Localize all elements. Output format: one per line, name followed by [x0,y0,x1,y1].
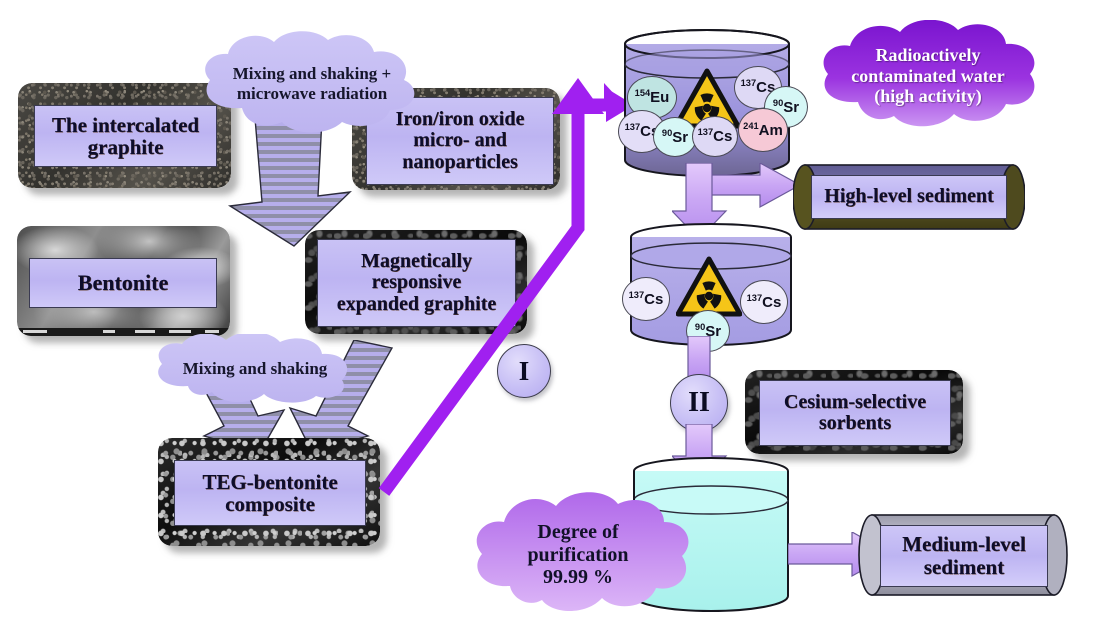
material-label-plate: TEG-bentonite composite [174,460,366,526]
sediment-medium-level: Medium-level sediment [858,512,1068,598]
sediment-high-level: High-level sediment [792,163,1026,231]
process-cloud-mixing-shaking: Mixing and shaking [146,334,364,404]
isotope-bubble: 241Am [738,108,788,152]
stage-marker-one: I [497,344,551,398]
cloud-text: Radioactively contaminated water (high a… [851,44,1005,107]
material-teg-bentonite-composite: TEG-bentonite composite [158,438,380,546]
cloud-text: Mixing and shaking + microwave radiation [232,64,392,103]
isotope-bubble: 90Sr [653,117,697,157]
radiation-hazard-icon [676,256,742,317]
process-cloud-degree-purification: Degree of purification 99.99 % [466,492,690,618]
material-label-plate: The intercalated graphite [34,105,217,167]
material-expanded-graphite: Magnetically responsive expanded graphit… [305,230,527,334]
beaker-high-activity: 154Eu 137Cs 90Sr 137Cs 90Sr 137Cs 241Am [612,28,808,183]
cloud-text: Mixing and shaking [182,359,328,379]
striped-arrow-right-converge [288,340,394,453]
sediment-label: Medium-level sediment [880,525,1048,587]
sem-scale-bar [17,328,230,336]
material-cesium-selective-sorbents: Cesium-selective sorbents [745,370,963,454]
process-cloud-mixing-microwave: Mixing and shaking + microwave radiation [190,30,434,138]
isotope-bubble: 137Cs [740,280,788,324]
material-label-plate: Cesium-selective sorbents [759,380,951,446]
material-label-plate: Magnetically responsive expanded graphit… [317,239,516,327]
material-bentonite: Bentonite [17,226,230,336]
material-intercalated-graphite: The intercalated graphite [18,83,231,188]
sediment-label: High-level sediment [811,175,1007,219]
process-cloud-contaminated-water: Radioactively contaminated water (high a… [812,20,1044,132]
material-label-plate: Bentonite [29,258,217,308]
isotope-bubble: 137Cs [692,116,738,157]
isotope-bubble: 137Cs [622,277,670,321]
beaker-medium-activity: 137Cs 137Cs 90Sr [618,222,804,352]
cloud-text: Degree of purification 99.99 % [527,520,629,589]
stage-marker-two: II [670,374,728,432]
